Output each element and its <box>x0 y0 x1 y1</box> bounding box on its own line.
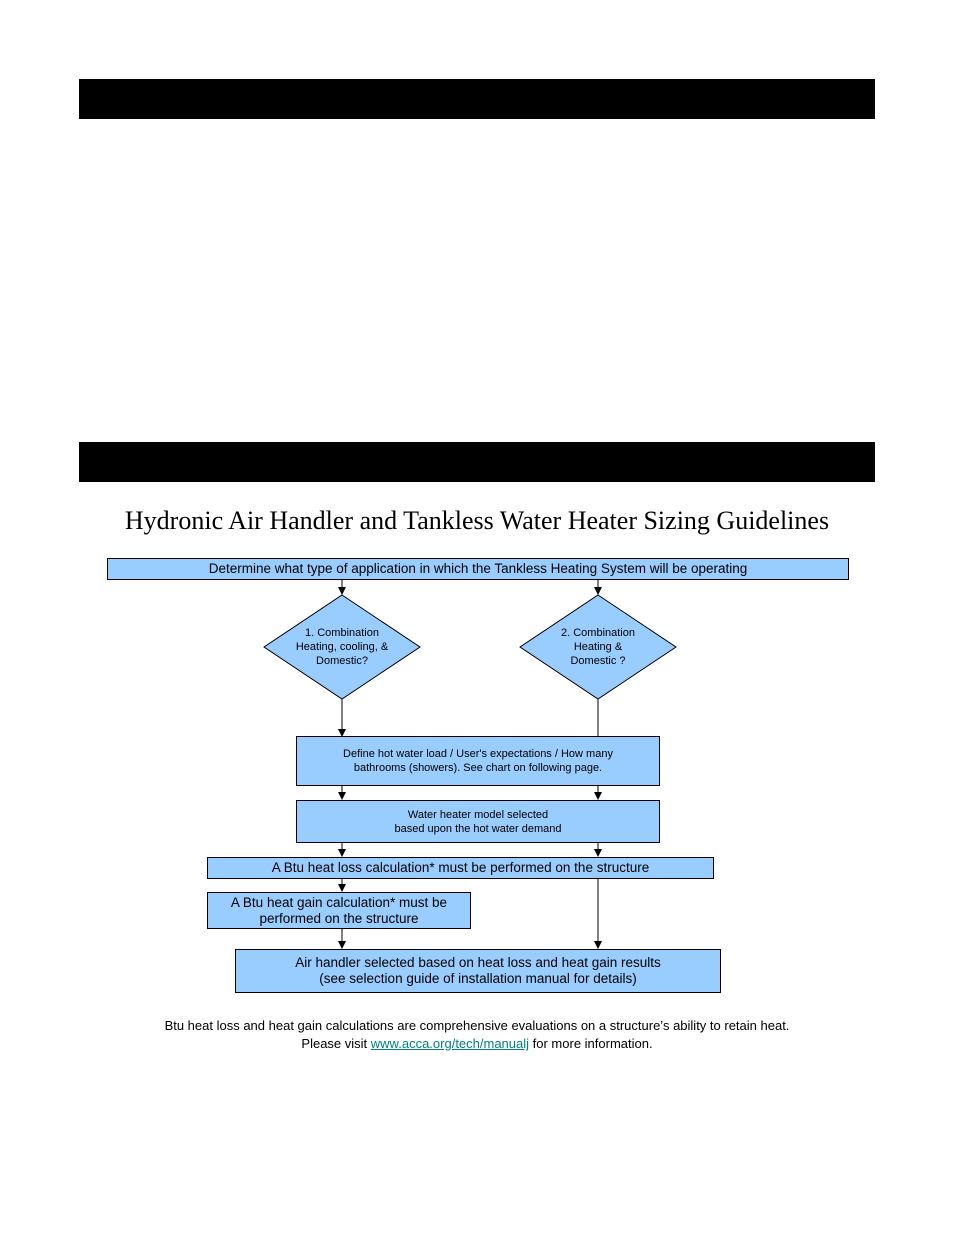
footnote-line-2: Please visit www.acca.org/tech/manualj f… <box>0 1035 954 1052</box>
decision-1-line-2: Heating, cooling, & <box>295 641 389 653</box>
acca-manualj-link[interactable]: www.acca.org/tech/manualj <box>370 1036 530 1051</box>
model-selected-box: Water heater model selected based upon t… <box>296 800 660 843</box>
footnote-prefix: Please visit <box>301 1036 371 1051</box>
header-bar-middle <box>79 442 875 482</box>
decision-1-label: 1. Combination Heating, cooling, & Domes… <box>280 623 404 671</box>
decision-1-line-1: 1. Combination <box>305 627 379 639</box>
header-bar-top <box>79 79 875 119</box>
model-selected-line-2: based upon the hot water demand <box>394 822 562 835</box>
air-handler-box: Air handler selected based on heat loss … <box>235 949 721 993</box>
decision-2-line-2: Heating & <box>573 641 623 653</box>
heat-gain-line-1: A Btu heat gain calculation* must be <box>230 894 448 910</box>
decision-1-line-3: Domestic? <box>316 655 368 667</box>
heat-gain-box: A Btu heat gain calculation* must be per… <box>207 892 471 929</box>
start-box: Determine what type of application in wh… <box>107 558 849 580</box>
define-load-line-2: bathrooms (showers). See chart on follow… <box>353 762 603 774</box>
define-load-box: Define hot water load / User's expectati… <box>296 736 660 786</box>
model-selected-line-1: Water heater model selected <box>407 808 549 821</box>
define-load-line-1: Define hot water load / User's expectati… <box>343 748 613 760</box>
footnote-suffix: for more information. <box>529 1036 653 1051</box>
footnote-line-1: Btu heat loss and heat gain calculations… <box>164 1018 790 1033</box>
decision-2-line-1: 2. Combination <box>561 627 635 639</box>
decision-2-line-3: Domestic ? <box>570 655 626 667</box>
decision-2-label: 2. Combination Heating & Domestic ? <box>536 623 660 671</box>
heat-loss-label: A Btu heat loss calculation* must be per… <box>271 860 650 875</box>
air-handler-line-1: Air handler selected based on heat loss … <box>295 955 661 970</box>
page-title: Hydronic Air Handler and Tankless Water … <box>124 506 830 535</box>
air-handler-line-2: (see selection guide of installation man… <box>319 971 637 986</box>
start-box-label: Determine what type of application in wh… <box>208 561 748 576</box>
heat-gain-line-2: performed on the structure <box>259 910 419 926</box>
heat-loss-box: A Btu heat loss calculation* must be per… <box>207 857 714 879</box>
